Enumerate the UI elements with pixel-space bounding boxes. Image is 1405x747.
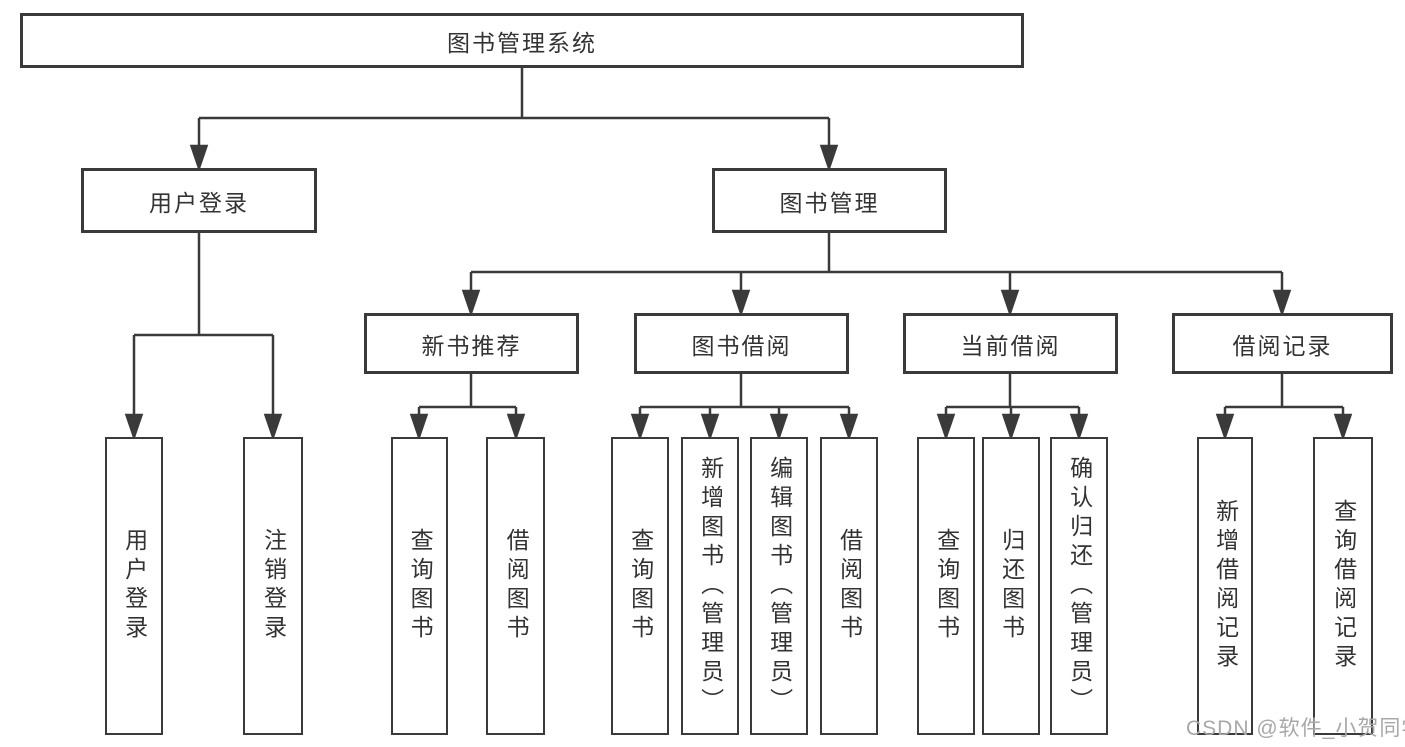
leaf-logout-login: 注销登录 bbox=[243, 437, 303, 735]
node-new-book-recommend: 新书推荐 bbox=[364, 313, 579, 374]
node-book-management: 图书管理 bbox=[712, 168, 947, 233]
leaf-confirm-return-admin: 确认归还（管理员） bbox=[1050, 437, 1108, 735]
leaf-query-books-recommend: 查询图书 bbox=[391, 437, 448, 735]
arrowhead bbox=[731, 289, 751, 317]
leaf-query-books-current-label: 查询图书 bbox=[933, 528, 960, 644]
arrowhead bbox=[700, 413, 720, 441]
leaf-borrow-books-label: 借阅图书 bbox=[836, 528, 863, 644]
arrowhead bbox=[1333, 413, 1353, 441]
node-library-system: 图书管理系统 bbox=[20, 13, 1024, 68]
node-current-borrow: 当前借阅 bbox=[903, 313, 1118, 374]
leaf-query-borrow-record: 查询借阅记录 bbox=[1313, 437, 1373, 735]
leaf-edit-books-admin: 编辑图书（管理员） bbox=[750, 437, 808, 735]
connector-root-to-level2 bbox=[189, 68, 839, 172]
leaf-query-books-borrow: 查询图书 bbox=[611, 437, 669, 735]
leaf-query-books-recommend-label: 查询图书 bbox=[407, 528, 434, 644]
connector-current-borrow-to-leaves bbox=[936, 374, 1089, 441]
leaf-return-books-label: 归还图书 bbox=[998, 528, 1025, 644]
connector-new-book-recommend-to-leaves bbox=[409, 374, 526, 441]
leaf-query-books-current: 查询图书 bbox=[917, 437, 975, 735]
leaf-borrow-books-recommend-label: 借阅图书 bbox=[503, 528, 530, 644]
arrowhead bbox=[630, 413, 650, 441]
arrowhead bbox=[409, 413, 429, 441]
leaf-logout-login-label: 注销登录 bbox=[260, 528, 287, 644]
arrowhead bbox=[461, 289, 481, 317]
arrowhead bbox=[1215, 413, 1235, 441]
arrowhead bbox=[1000, 289, 1020, 317]
arrowhead bbox=[189, 144, 209, 172]
connector-book-management-to-level3 bbox=[461, 233, 1292, 317]
node-borrow-records: 借阅记录 bbox=[1172, 313, 1393, 374]
arrowhead bbox=[506, 413, 526, 441]
arrowhead bbox=[936, 413, 956, 441]
node-current-borrow-label: 当前借阅 bbox=[960, 332, 1061, 359]
node-book-borrow: 图书借阅 bbox=[634, 313, 849, 374]
leaf-add-books-admin: 新增图书（管理员） bbox=[681, 437, 739, 735]
node-library-system-label: 图书管理系统 bbox=[447, 29, 597, 56]
node-book-borrow-label: 图书借阅 bbox=[691, 332, 792, 359]
connector-book-borrow-to-leaves bbox=[630, 374, 859, 441]
leaf-return-books: 归还图书 bbox=[982, 437, 1040, 735]
watermark: CSDN @软件_小贺同学 bbox=[1186, 717, 1405, 740]
leaf-user-login: 用户登录 bbox=[105, 437, 163, 735]
arrowhead bbox=[263, 413, 283, 441]
leaf-edit-books-admin-label: 编辑图书（管理员） bbox=[766, 455, 793, 717]
arrowhead bbox=[819, 144, 839, 172]
leaf-confirm-return-admin-label: 确认归还（管理员） bbox=[1066, 455, 1093, 717]
leaf-user-login-label: 用户登录 bbox=[121, 528, 148, 644]
leaf-borrow-books-recommend: 借阅图书 bbox=[486, 437, 545, 735]
node-user-login-label: 用户登录 bbox=[149, 189, 249, 216]
leaf-add-borrow-record: 新增借阅记录 bbox=[1197, 437, 1253, 735]
connector-borrow-records-to-leaves bbox=[1215, 374, 1353, 441]
leaf-query-books-borrow-label: 查询图书 bbox=[627, 528, 654, 644]
node-user-login: 用户登录 bbox=[81, 168, 317, 233]
connector-user-login-to-leaves bbox=[124, 233, 283, 441]
arrowhead bbox=[124, 413, 144, 441]
leaf-query-borrow-record-label: 查询借阅记录 bbox=[1330, 499, 1357, 673]
leaf-add-books-admin-label: 新增图书（管理员） bbox=[697, 455, 724, 717]
arrowhead bbox=[1272, 289, 1292, 317]
node-book-management-label: 图书管理 bbox=[779, 189, 880, 216]
arrowhead bbox=[839, 413, 859, 441]
arrowhead bbox=[1001, 413, 1021, 441]
leaf-borrow-books: 借阅图书 bbox=[820, 437, 878, 735]
leaf-add-borrow-record-label: 新增借阅记录 bbox=[1212, 499, 1239, 673]
arrowhead bbox=[769, 413, 789, 441]
arrowhead bbox=[1069, 413, 1089, 441]
node-new-book-recommend-label: 新书推荐 bbox=[421, 332, 522, 359]
node-borrow-records-label: 借阅记录 bbox=[1232, 332, 1333, 359]
